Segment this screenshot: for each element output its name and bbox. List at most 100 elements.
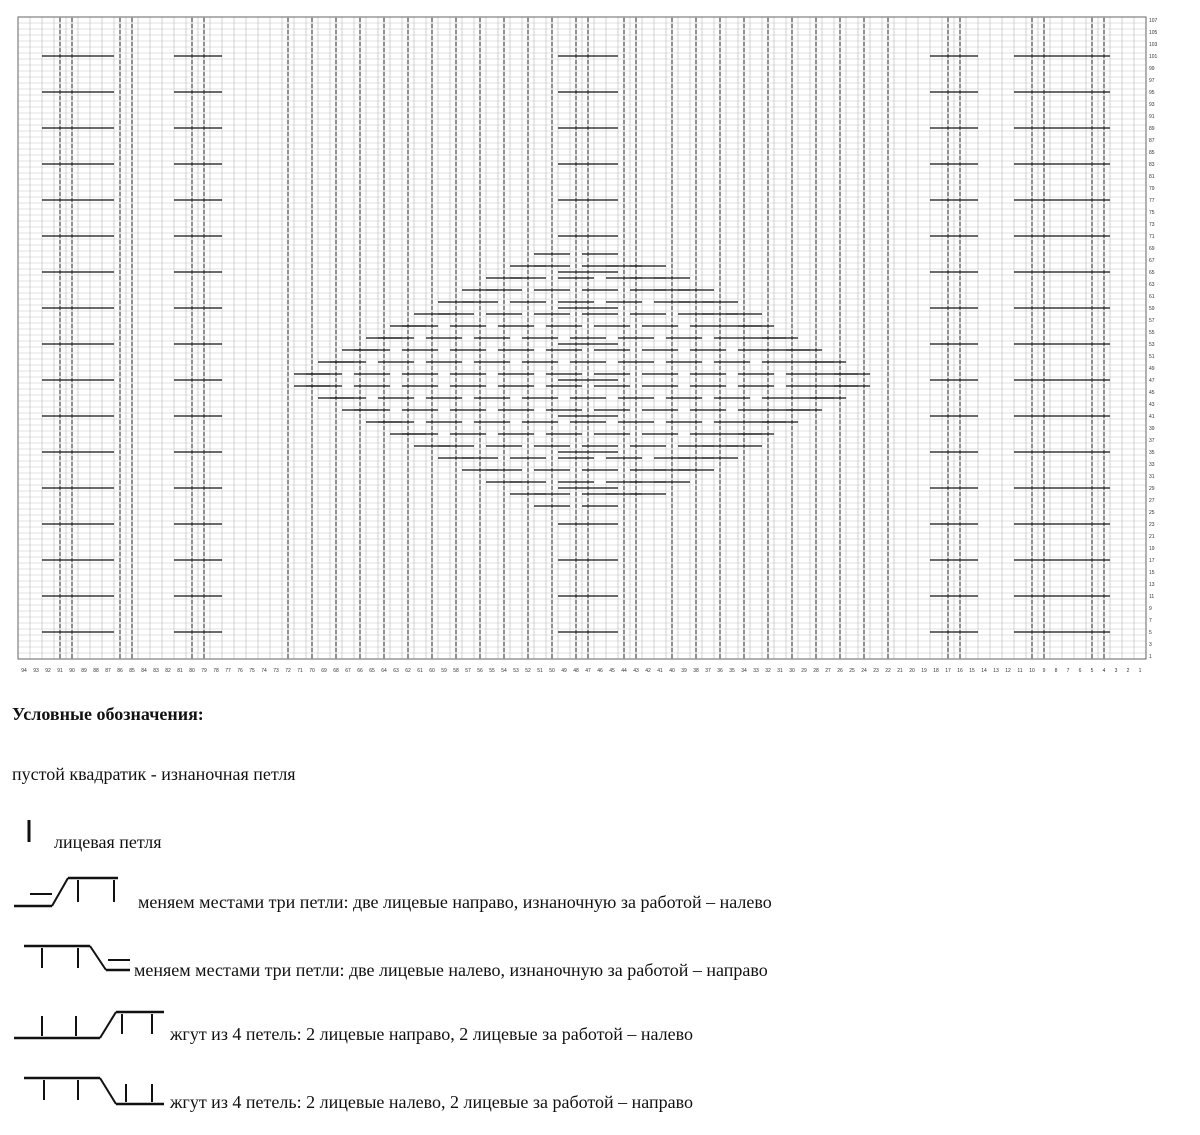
column-number: 23 — [873, 668, 879, 674]
legend-text-cable-4-left: жгут из 4 петель: 2 лицевые налево, 2 ли… — [170, 1092, 694, 1112]
column-number: 51 — [537, 668, 543, 674]
row-number: 1 — [1149, 654, 1152, 660]
column-number: 18 — [933, 668, 939, 674]
column-number: 43 — [633, 668, 639, 674]
column-number: 67 — [345, 668, 351, 674]
legend-item-knit: лицевая петля — [12, 818, 612, 858]
row-number: 53 — [1149, 342, 1155, 348]
row-number: 79 — [1149, 186, 1155, 192]
column-number: 15 — [969, 668, 975, 674]
column-number: 9 — [1043, 668, 1046, 674]
column-number: 40 — [669, 668, 675, 674]
row-number: 103 — [1149, 42, 1158, 48]
row-number: 31 — [1149, 474, 1155, 480]
row-number: 59 — [1149, 306, 1155, 312]
column-number: 39 — [681, 668, 687, 674]
column-number: 82 — [165, 668, 171, 674]
row-number: 25 — [1149, 510, 1155, 516]
column-number: 74 — [261, 668, 267, 674]
row-number: 91 — [1149, 114, 1155, 120]
column-number: 62 — [405, 668, 411, 674]
row-number: 17 — [1149, 558, 1155, 564]
column-number: 53 — [513, 668, 519, 674]
column-number: 60 — [429, 668, 435, 674]
legend-item-cross-3-right: меняем местами три петли: две лицевые на… — [12, 872, 1012, 912]
column-number: 80 — [189, 668, 195, 674]
column-number: 12 — [1005, 668, 1011, 674]
row-number: 69 — [1149, 246, 1155, 252]
row-number: 77 — [1149, 198, 1155, 204]
column-number: 45 — [609, 668, 615, 674]
row-number: 71 — [1149, 234, 1155, 240]
row-number: 81 — [1149, 174, 1155, 180]
row-number: 37 — [1149, 438, 1155, 444]
column-number: 14 — [981, 668, 987, 674]
column-number: 1 — [1139, 668, 1142, 674]
legend-text-cable-4-right: жгут из 4 петель: 2 лицевые направо, 2 л… — [170, 1024, 694, 1044]
column-number: 93 — [33, 668, 39, 674]
row-number: 67 — [1149, 258, 1155, 264]
column-number: 33 — [753, 668, 759, 674]
column-number: 59 — [441, 668, 447, 674]
column-number: 92 — [45, 668, 51, 674]
row-number: 101 — [1149, 54, 1158, 60]
row-number: 85 — [1149, 150, 1155, 156]
column-number: 22 — [885, 668, 891, 674]
column-number: 79 — [201, 668, 207, 674]
row-number: 49 — [1149, 366, 1155, 372]
row-number: 11 — [1149, 594, 1154, 600]
column-number: 30 — [789, 668, 795, 674]
column-number: 88 — [93, 668, 99, 674]
row-number: 19 — [1149, 546, 1155, 552]
column-number: 64 — [381, 668, 387, 674]
column-number: 75 — [249, 668, 255, 674]
column-number: 41 — [657, 668, 663, 674]
column-number: 37 — [705, 668, 711, 674]
row-number: 7 — [1149, 618, 1152, 624]
legend-text-cross-3-left: меняем местами три петли: две лицевые на… — [134, 960, 768, 980]
row-number: 23 — [1149, 522, 1155, 528]
row-number: 51 — [1149, 354, 1155, 360]
row-number: 105 — [1149, 30, 1158, 36]
legend-item-cable-4-left: жгут из 4 петель: 2 лицевые налево, 2 ли… — [12, 1072, 1012, 1112]
legend-item-cable-4-right: жгут из 4 петель: 2 лицевые направо, 2 л… — [12, 1006, 1012, 1046]
row-number: 75 — [1149, 210, 1155, 216]
legend-item-purl: пустой квадратик - изнаночная петля — [12, 764, 612, 788]
legend-text-purl: пустой квадратик - изнаночная петля — [12, 764, 296, 784]
column-number: 57 — [465, 668, 471, 674]
column-number: 49 — [561, 668, 567, 674]
cable-four-right-icon — [14, 1010, 164, 1040]
row-number: 29 — [1149, 486, 1155, 492]
column-number: 4 — [1103, 668, 1106, 674]
row-number: 47 — [1149, 378, 1155, 384]
legend-title: Условные обозначения: — [12, 704, 204, 724]
row-number: 99 — [1149, 66, 1155, 72]
row-number: 65 — [1149, 270, 1155, 276]
row-number: 45 — [1149, 390, 1155, 396]
column-number: 31 — [777, 668, 783, 674]
row-number: 83 — [1149, 162, 1155, 168]
column-number: 28 — [813, 668, 819, 674]
column-number: 56 — [477, 668, 483, 674]
column-number: 66 — [357, 668, 363, 674]
column-number: 29 — [801, 668, 807, 674]
chart-border — [17, 16, 1147, 660]
column-number: 71 — [297, 668, 303, 674]
column-number: 25 — [849, 668, 855, 674]
row-number: 33 — [1149, 462, 1155, 468]
column-number: 38 — [693, 668, 699, 674]
column-number: 69 — [321, 668, 327, 674]
row-number: 41 — [1149, 414, 1155, 420]
column-number: 42 — [645, 668, 651, 674]
column-number: 36 — [717, 668, 723, 674]
legend-item-cross-3-left: меняем местами три петли: две лицевые на… — [12, 940, 1012, 980]
column-number: 2 — [1127, 668, 1130, 674]
column-number: 5 — [1091, 668, 1094, 674]
column-number: 86 — [117, 668, 123, 674]
row-number: 97 — [1149, 78, 1155, 84]
column-number: 47 — [585, 668, 591, 674]
knit-stitch-icon — [27, 820, 31, 842]
column-number: 52 — [525, 668, 531, 674]
column-number: 10 — [1029, 668, 1035, 674]
